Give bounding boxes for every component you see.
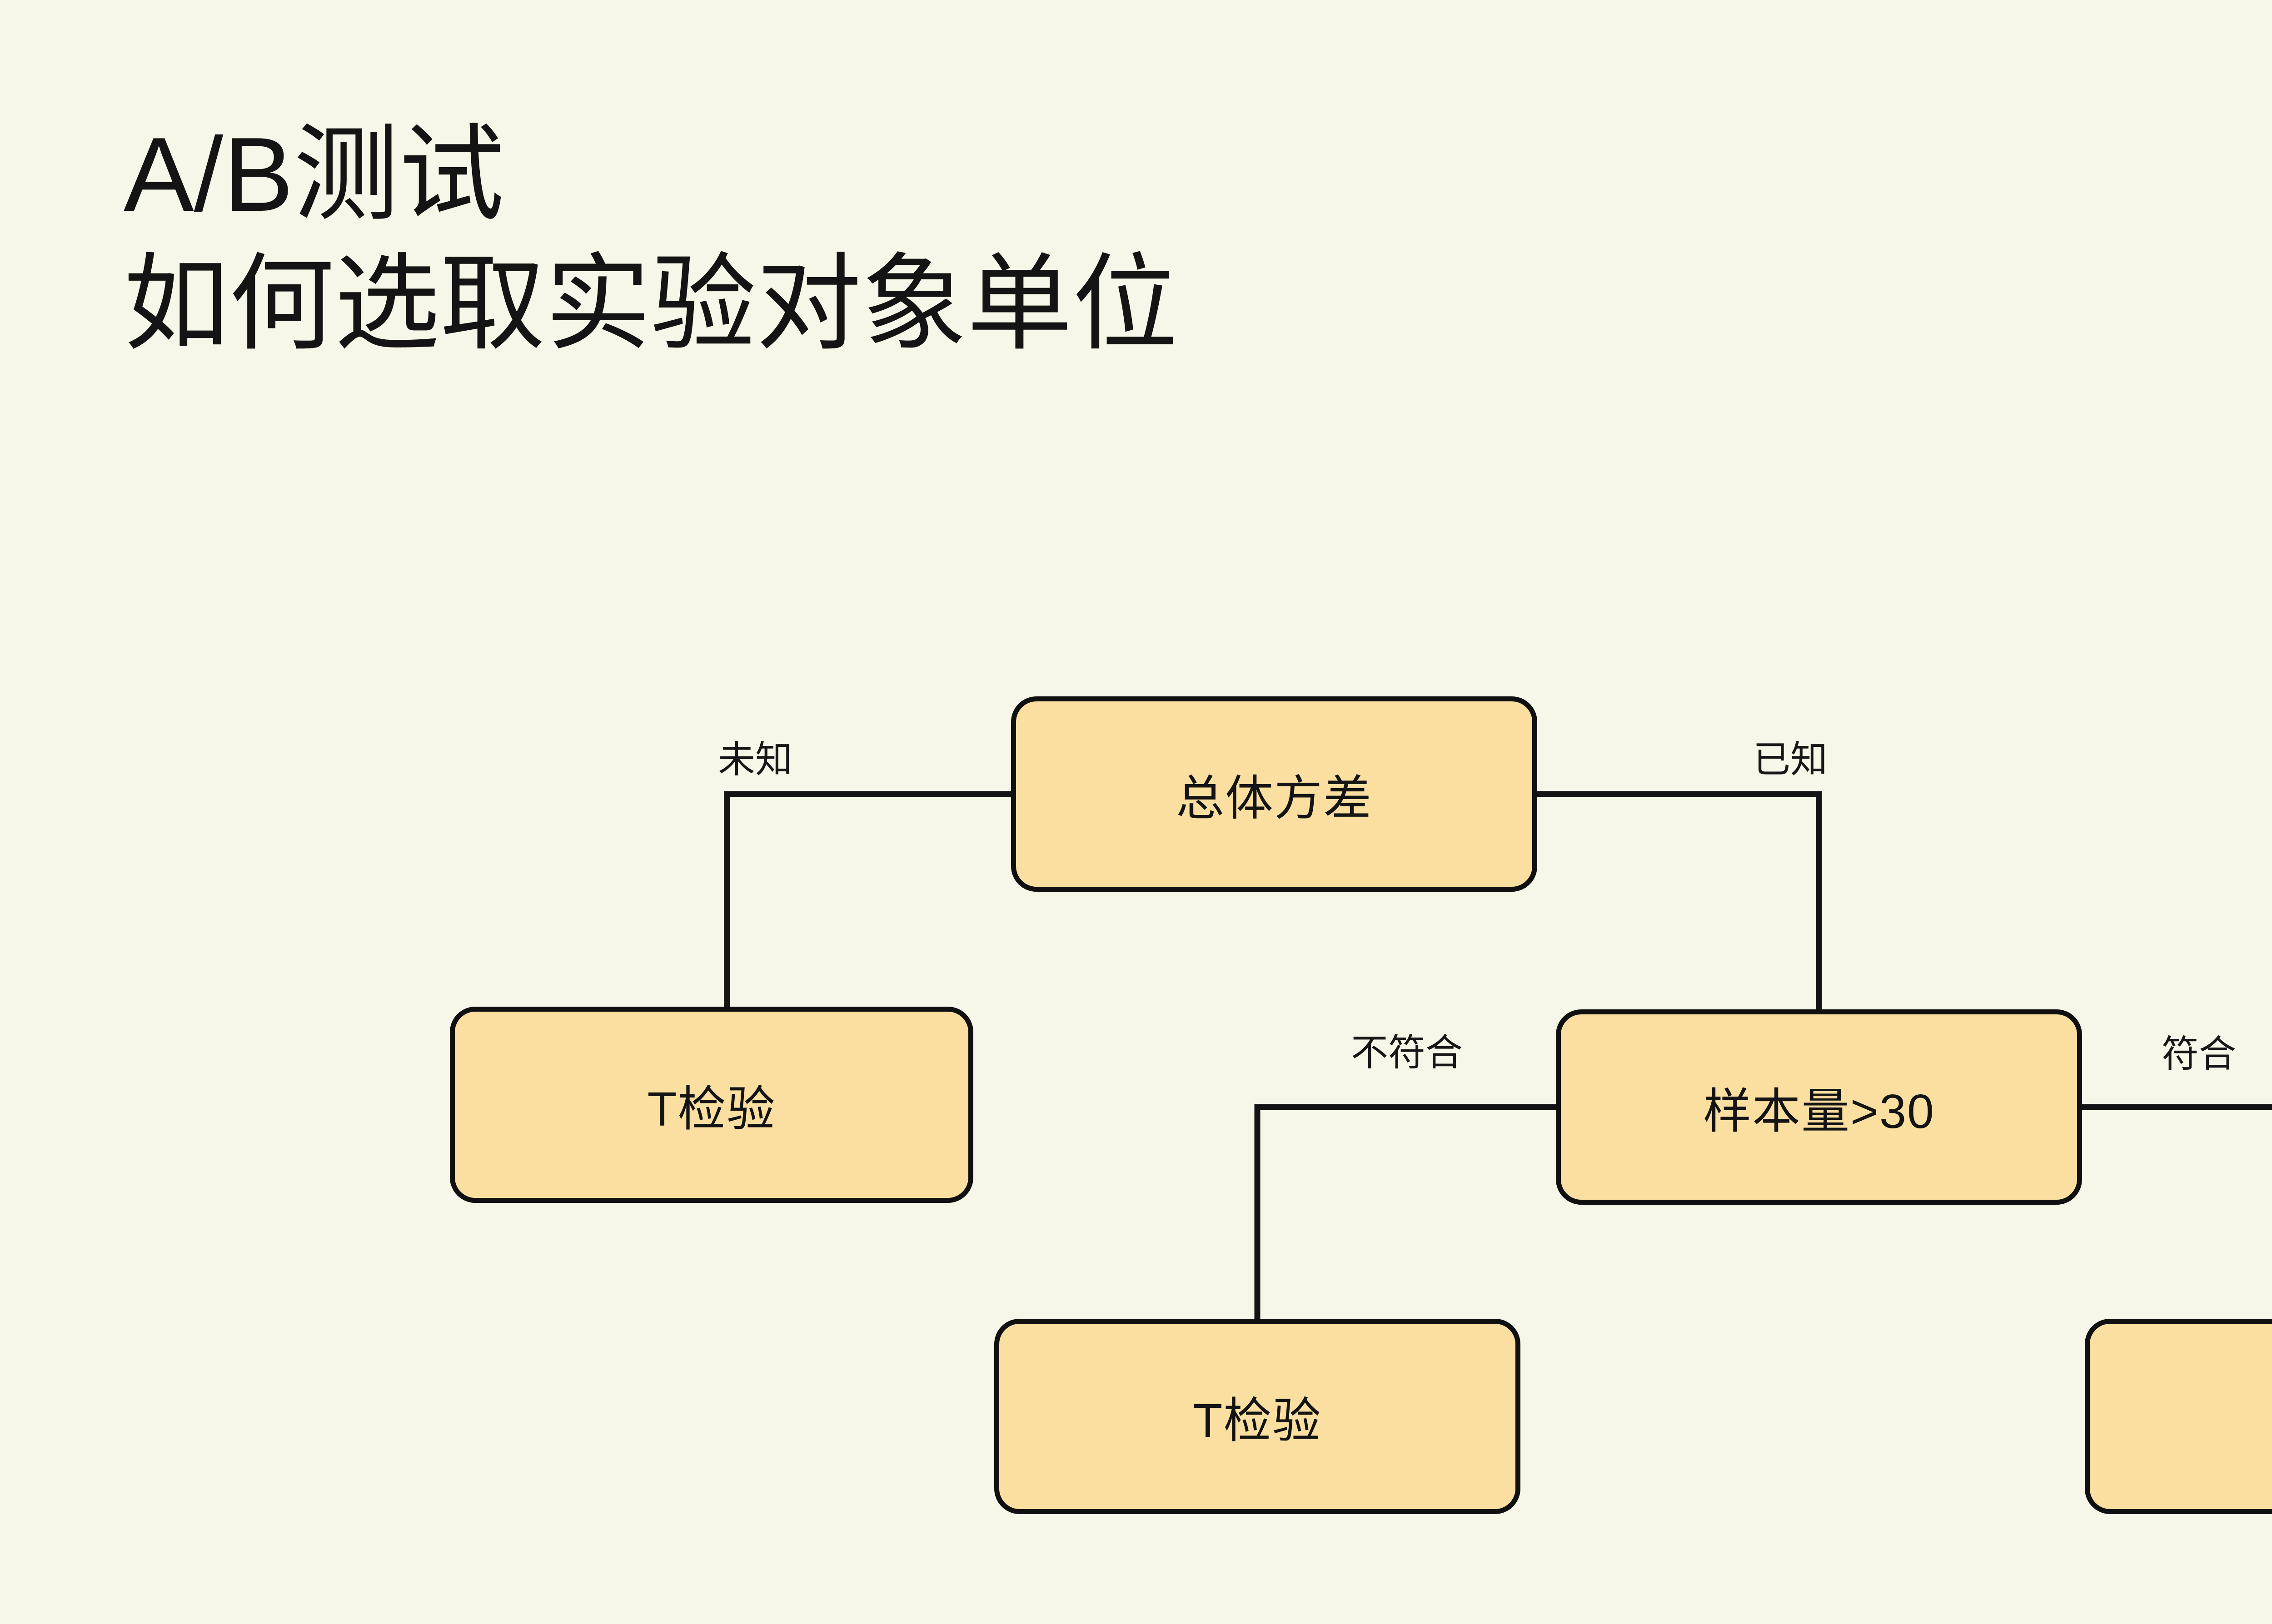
page-title: A/B测试 (124, 116, 504, 233)
edge-samplesize-to-ztest (2082, 1104, 2272, 1110)
tree-node-root[interactable]: 总体方差 (1011, 696, 1537, 892)
edge-root-to-samplesize (1537, 791, 1822, 1009)
edge-label-known: 已知 (1753, 739, 1828, 780)
edge-samplesize-to-ttest-mid (1254, 1104, 1556, 1319)
page-subtitle: 如何选取实验对象单位 (124, 245, 1178, 363)
tree-node-sample-size[interactable]: 样本量>30 (1556, 1009, 2082, 1205)
edge-label-not-match: 不符合 (1351, 1032, 1463, 1073)
edge-label-match: 符合 (2162, 1033, 2237, 1075)
tree-node-label: T检验 (647, 1083, 776, 1136)
tree-node-ztest[interactable]: Z检验 (2085, 1319, 2272, 1514)
tree-node-label: 样本量>30 (1703, 1085, 1935, 1138)
tree-node-label: 总体方差 (1176, 772, 1372, 825)
tree-node-ttest-left[interactable]: T检验 (450, 1007, 973, 1203)
tree-node-ttest-mid[interactable]: T检验 (994, 1319, 1520, 1514)
heading-block: A/B测试 如何选取实验对象单位 (124, 118, 1941, 366)
tree-node-label: T检验 (1193, 1394, 1322, 1448)
edge-label-unknown: 未知 (718, 739, 793, 780)
edge-root-to-ttest-left (724, 791, 1011, 1007)
